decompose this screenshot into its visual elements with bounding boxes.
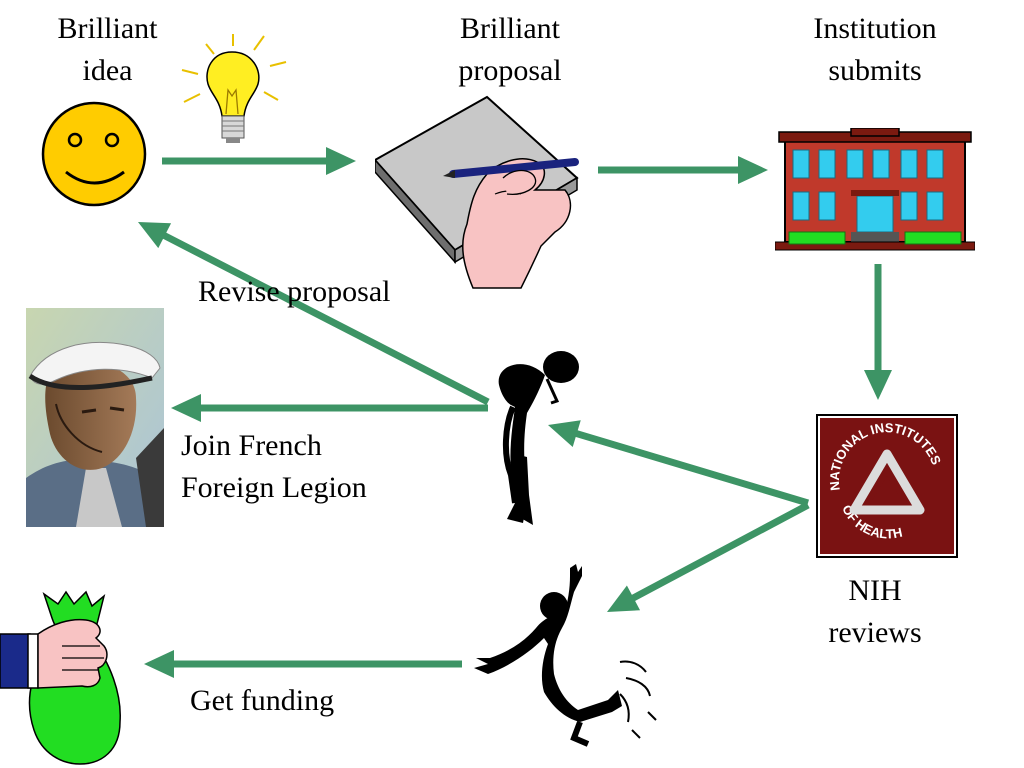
legionnaire-photo-icon	[26, 308, 164, 527]
arrow-rejected-to-idea-head	[138, 222, 172, 249]
institution-submits-line1: Institution	[813, 12, 937, 45]
jumping-figure-icon	[470, 562, 670, 747]
nih-reviews-line2: reviews	[828, 616, 922, 649]
arrow-nih-to-rejected-shaft	[573, 429, 810, 507]
arrow-rejected-to-legion-head	[171, 394, 201, 422]
nih-reviews-label: NIH reviews	[805, 570, 945, 654]
revise-proposal-label: Revise proposal	[198, 275, 391, 308]
arrow-funded-to-money-bag-head	[144, 650, 174, 678]
arrow-rejected-to-idea	[138, 222, 490, 406]
arrow-nih-to-funded-head	[607, 585, 641, 612]
arrow-nih-to-rejected-head	[548, 420, 581, 448]
money-bag-icon	[0, 590, 140, 768]
arrow-institution-to-nih-head	[864, 370, 892, 400]
slumped-figure-icon	[485, 345, 585, 530]
arrow-nih-to-funded	[607, 501, 810, 612]
light-bulb-icon	[178, 32, 290, 147]
brilliant-proposal-line1: Brilliant	[460, 12, 560, 45]
arrow-funded-to-money-bag	[144, 650, 462, 678]
brilliant-proposal-label: Brilliant proposal	[430, 8, 590, 92]
brilliant-idea-line2: idea	[82, 54, 133, 87]
arrow-institution-to-nih	[864, 264, 892, 400]
join-legion-line1: Join French	[181, 429, 322, 462]
notepad-writing-hand-icon	[375, 92, 585, 292]
smiley-face-icon	[40, 100, 148, 208]
brilliant-proposal-line2: proposal	[458, 54, 562, 87]
arrow-idea-to-proposal-head	[326, 147, 356, 175]
join-legion-line2: Foreign Legion	[181, 471, 367, 504]
arrow-idea-to-proposal	[162, 147, 356, 175]
brilliant-idea-line1: Brilliant	[57, 12, 158, 45]
join-legion-label: Join French Foreign Legion	[181, 425, 367, 509]
building-icon	[775, 128, 975, 252]
get-funding-label: Get funding	[190, 684, 335, 717]
nih-seal-icon: NATIONAL INSTITUTES OF HEALTH	[816, 414, 958, 558]
institution-submits-line2: submits	[828, 54, 922, 87]
arrow-rejected-to-legion	[171, 394, 488, 422]
arrow-nih-to-funded-shaft	[630, 501, 810, 602]
arrow-nih-to-rejected	[548, 420, 810, 507]
arrow-proposal-to-institution	[598, 156, 768, 184]
arrow-rejected-to-idea-shaft	[161, 231, 490, 406]
arrow-group	[138, 147, 892, 678]
institution-submits-label: Institution submits	[790, 8, 960, 92]
nih-reviews-line1: NIH	[848, 574, 902, 607]
brilliant-idea-label: Brilliant idea	[40, 8, 175, 92]
arrow-proposal-to-institution-head	[738, 156, 768, 184]
